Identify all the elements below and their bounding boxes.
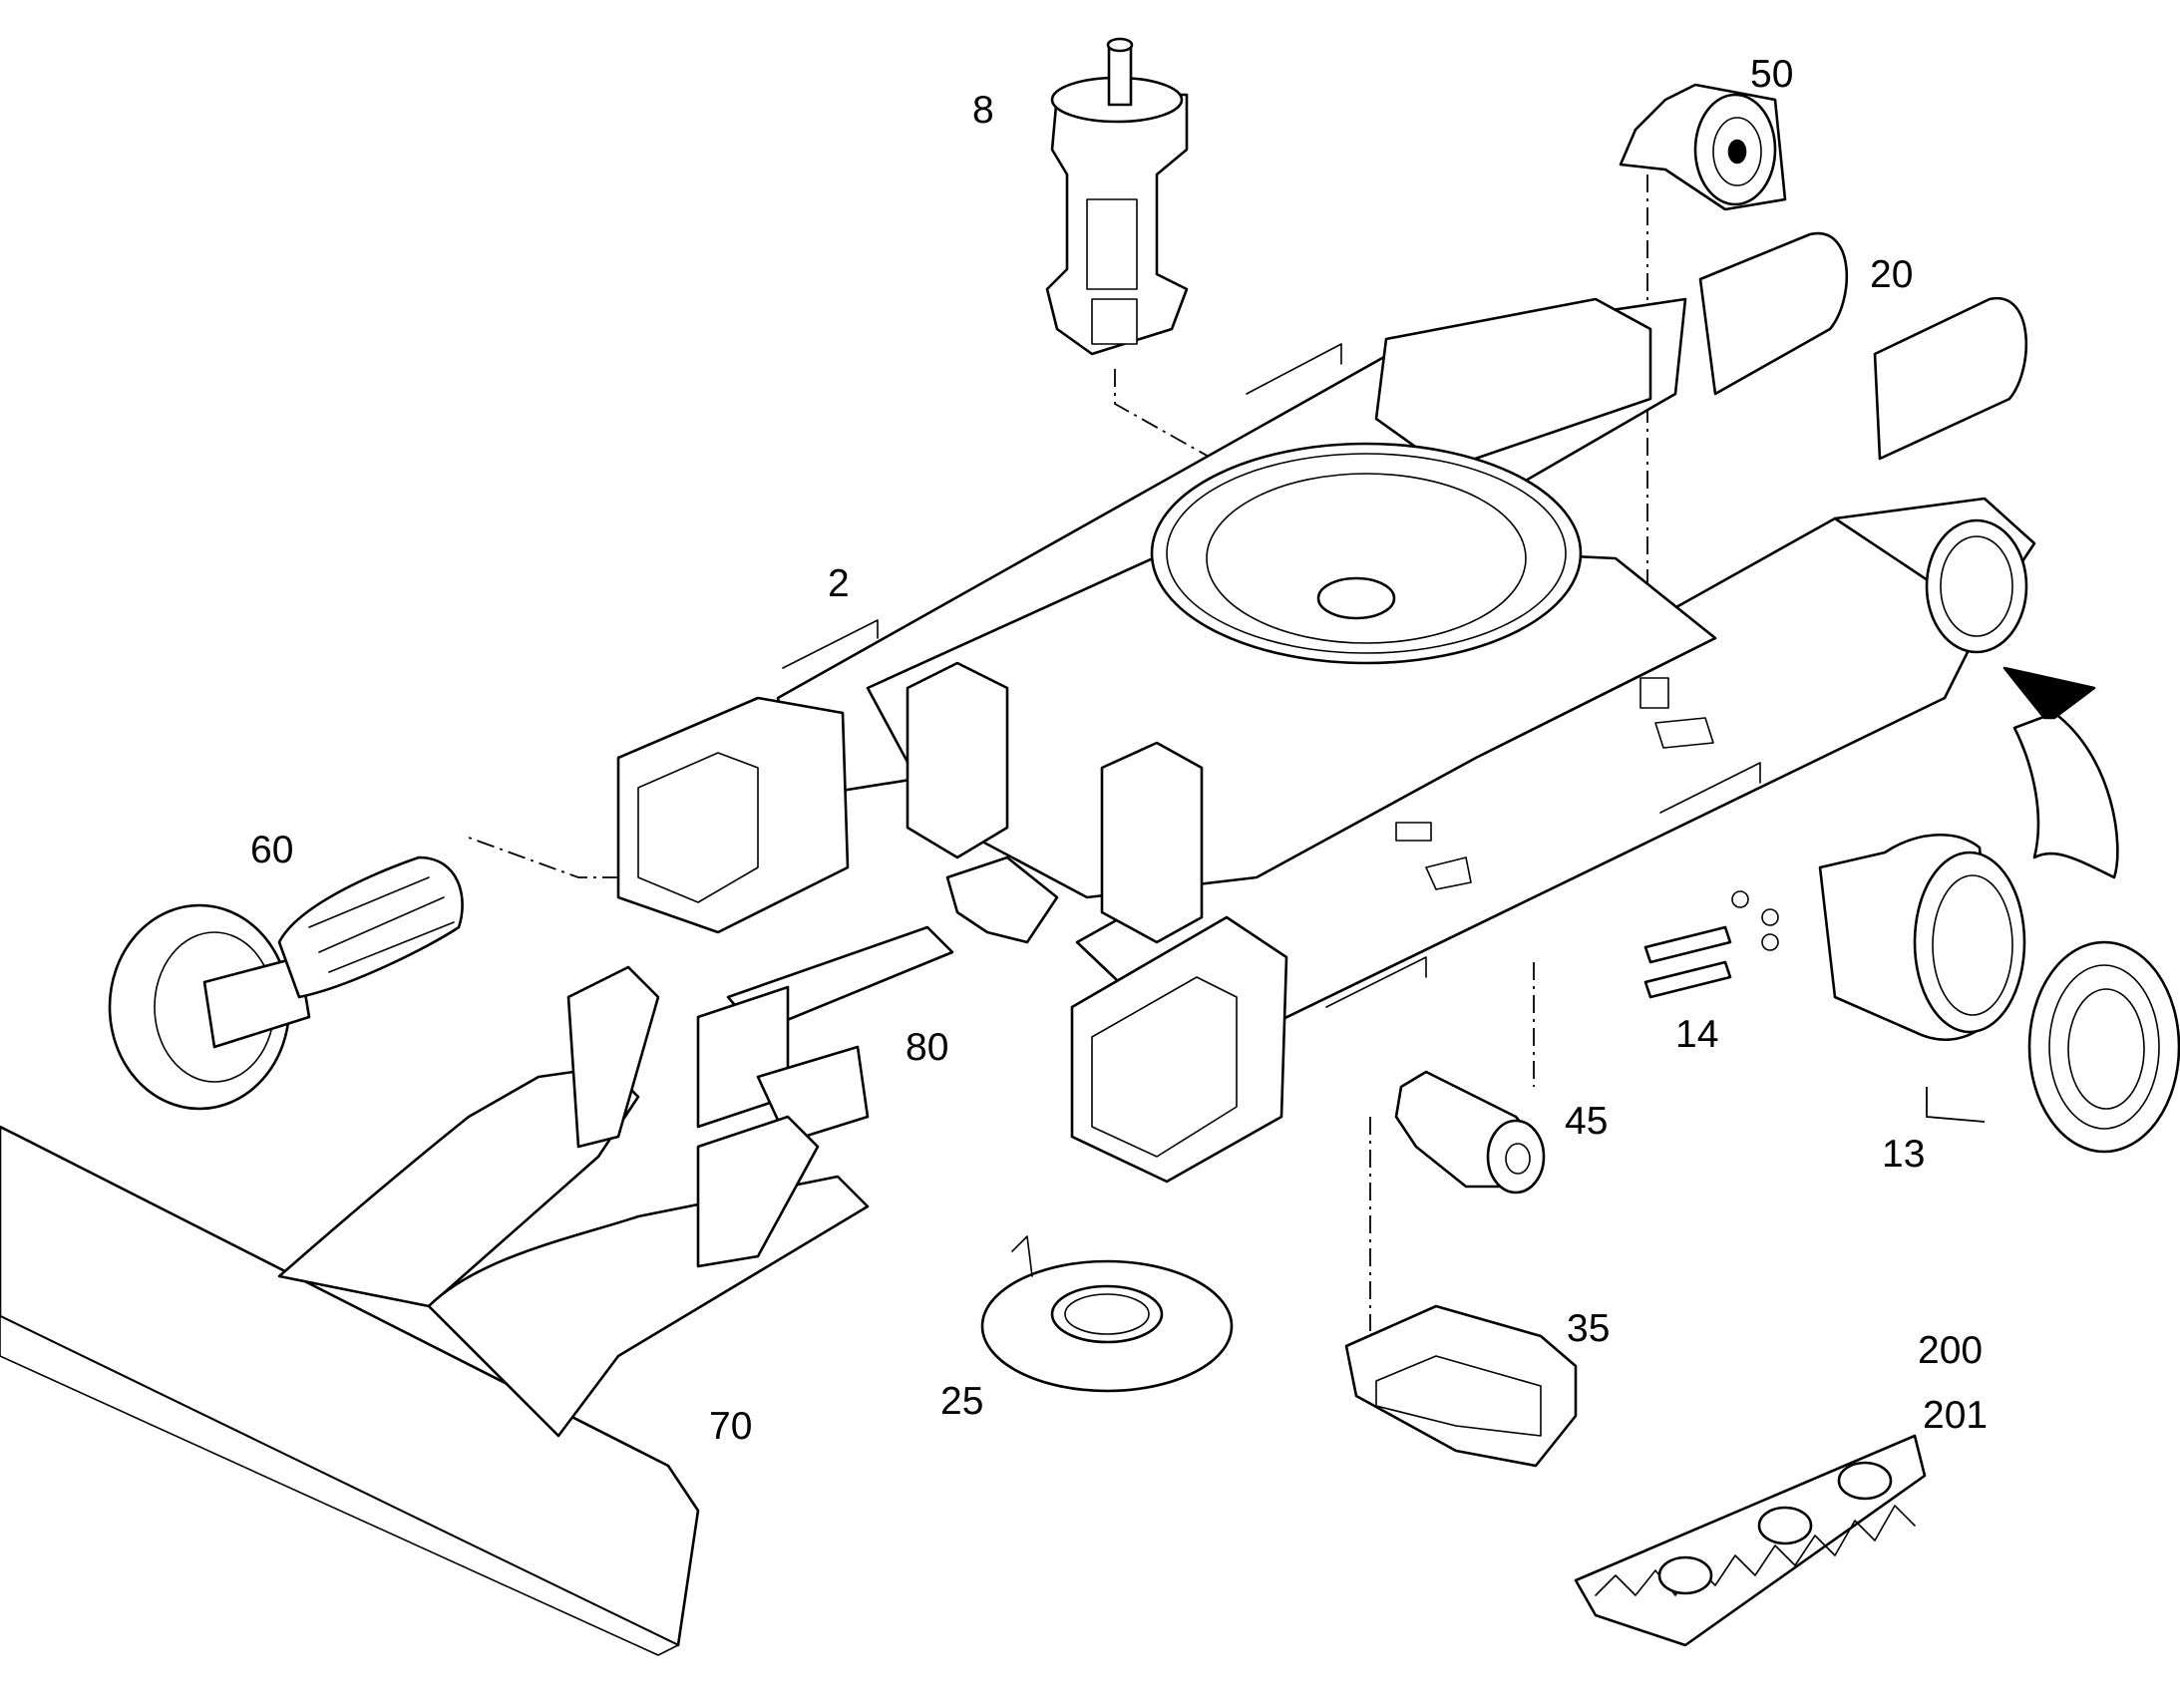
idler-tensioner	[108, 855, 464, 1111]
callout-20: 20	[1870, 253, 1913, 296]
rotation-arrow	[2002, 666, 2119, 879]
track-guide	[1344, 1304, 1578, 1468]
track-roller	[1394, 1070, 1546, 1195]
callout-35: 35	[1567, 1307, 1610, 1350]
rotary-joint	[1045, 37, 1189, 356]
leader-13	[1926, 1087, 1986, 1123]
callout-200: 200	[1918, 1329, 1983, 1372]
travel-motor-sprocket	[1818, 833, 2180, 1154]
valve-block-assembly	[696, 855, 1059, 1144]
callout-13: 13	[1882, 1133, 1925, 1176]
leader-60	[468, 837, 620, 878]
callout-50: 50	[1750, 53, 1793, 96]
callout-25: 25	[940, 1380, 983, 1423]
cover-plates	[1698, 231, 2027, 461]
track-pins	[1643, 890, 1779, 999]
callout-45: 45	[1565, 1100, 1608, 1143]
callout-80: 80	[906, 1026, 948, 1069]
callout-60: 60	[250, 829, 293, 871]
thrust-washer	[980, 1235, 1234, 1393]
carrier-roller	[1619, 83, 1787, 211]
dozer-blade	[0, 965, 870, 1656]
callout-2: 2	[828, 562, 850, 605]
track-chain	[1574, 1434, 1927, 1647]
callout-70: 70	[709, 1405, 752, 1448]
undercarriage-frame	[616, 297, 2036, 1184]
callout-14: 14	[1675, 1013, 1718, 1056]
callout-201: 201	[1923, 1394, 1988, 1437]
callout-8: 8	[972, 89, 994, 132]
callout-labels: 8 50 20 2 60 80 14 45 13 35 200 201 25 7…	[250, 53, 1988, 1448]
